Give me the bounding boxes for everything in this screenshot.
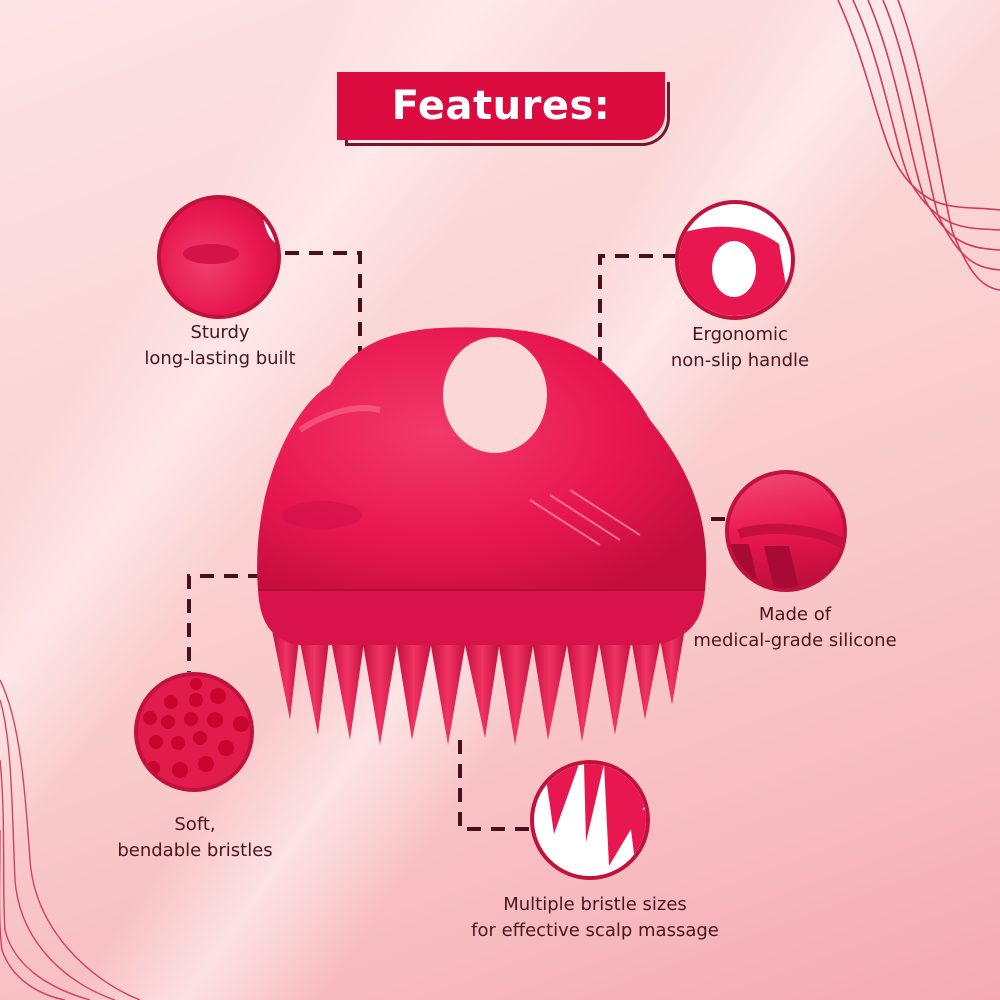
feature-sturdy-line1: Sturdy [190, 322, 250, 343]
feature-silicone-line1: Made of [758, 604, 832, 625]
feature-soft-line1: Soft, [174, 814, 216, 835]
silicone-grip-closeup-icon [729, 523, 843, 588]
bristle-tips-closeup-icon [544, 764, 646, 866]
title-banner-box: Features: [337, 72, 665, 140]
feature-soft-line2: bendable bristles [117, 840, 273, 861]
feature-label-sturdy: Sturdy long-lasting built [110, 320, 330, 372]
features-title-banner: Features: [337, 72, 672, 150]
callout-silicone [725, 470, 847, 592]
feature-label-sizes: Multiple bristle sizes for effective sca… [430, 892, 760, 944]
feature-label-silicone: Made of medical-grade silicone [665, 602, 925, 654]
callout-sturdy [157, 195, 281, 319]
feature-sizes-line2: for effective scalp massage [471, 920, 719, 941]
callout-handle [675, 200, 795, 320]
feature-sizes-line1: Multiple bristle sizes [503, 894, 687, 915]
feature-handle-line2: non-slip handle [670, 350, 810, 371]
callout-soft [134, 672, 254, 792]
feature-handle-line1: Ergonomic [692, 324, 788, 345]
handle-loop-closeup-icon [679, 226, 791, 316]
feature-label-handle: Ergonomic non-slip handle [630, 322, 850, 374]
page-title: Features: [391, 83, 611, 129]
feature-label-soft: Soft, bendable bristles [90, 812, 300, 864]
feature-sturdy-line2: long-lasting built [144, 348, 296, 369]
brush-side-closeup-icon [183, 199, 277, 264]
callout-sizes [530, 760, 650, 880]
feature-silicone-line2: medical-grade silicone [693, 630, 897, 651]
nubs-closeup-icon [143, 678, 249, 778]
